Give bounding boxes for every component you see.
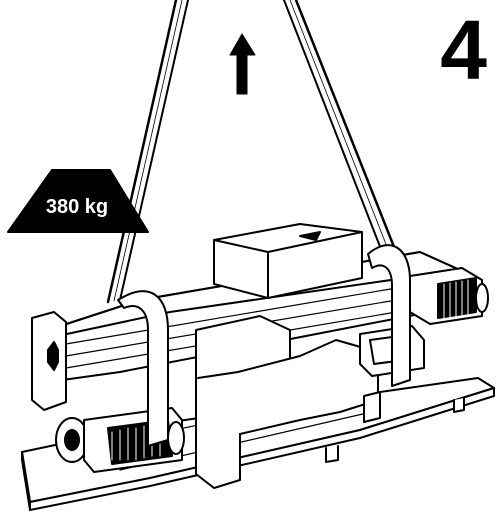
step-number: 4 — [440, 3, 487, 97]
support-brackets — [195, 315, 425, 489]
left-sling — [106, 0, 189, 304]
right-sling — [283, 0, 402, 264]
junction-box — [213, 223, 363, 299]
arrow-up-icon — [229, 33, 256, 95]
weight-tag — [7, 169, 149, 233]
right-motor — [409, 267, 489, 325]
sling-loops — [117, 244, 411, 447]
weight-label: 380 kg — [45, 196, 109, 218]
left-end-plate — [31, 311, 67, 411]
